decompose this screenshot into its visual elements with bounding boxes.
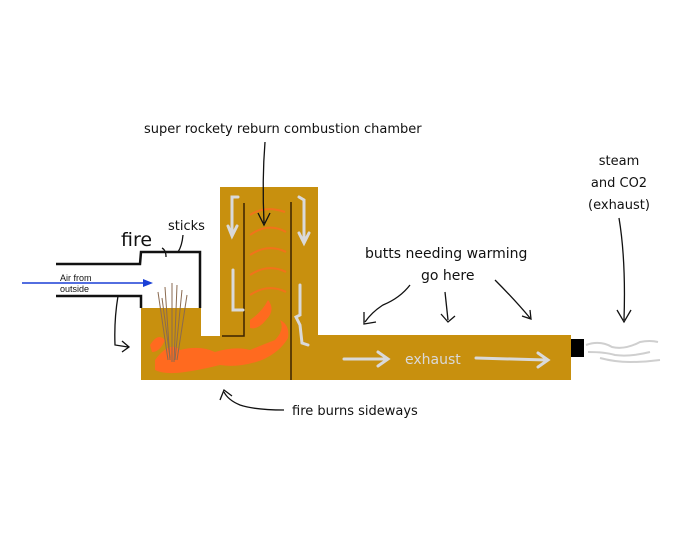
steam-label-line1: steam bbox=[599, 154, 640, 169]
air-label-line1: Air from bbox=[60, 273, 92, 283]
butts-label-line2: go here bbox=[421, 268, 474, 284]
air-label-line2: outside bbox=[60, 284, 89, 294]
fire-label: fire bbox=[121, 229, 152, 251]
chamber-label: super rockety reburn combustion chamber bbox=[144, 122, 422, 137]
steam-squiggles bbox=[585, 340, 661, 364]
riser-inner-left-wall bbox=[222, 203, 245, 337]
flow-arrows-riser bbox=[226, 195, 311, 347]
exhaust-inside-label: exhaust bbox=[405, 352, 461, 368]
steam-label-line3: (exhaust) bbox=[588, 198, 650, 213]
sticks-label: sticks bbox=[168, 219, 205, 234]
pipe-end-cap bbox=[571, 339, 584, 357]
feed-gap bbox=[201, 308, 220, 336]
pointer-lines bbox=[114, 141, 632, 411]
butts-label-line1: butts needing warming bbox=[365, 246, 527, 262]
tunnel-flames bbox=[150, 300, 289, 374]
flow-arrows-exhaust bbox=[342, 350, 551, 369]
riser-flames bbox=[249, 208, 287, 296]
steam-label-line2: and CO2 bbox=[591, 176, 647, 191]
fire-burns-label: fire burns sideways bbox=[292, 404, 418, 419]
air-inlet-outline bbox=[56, 250, 202, 308]
sticks bbox=[157, 283, 188, 363]
air-arrow bbox=[22, 279, 153, 287]
